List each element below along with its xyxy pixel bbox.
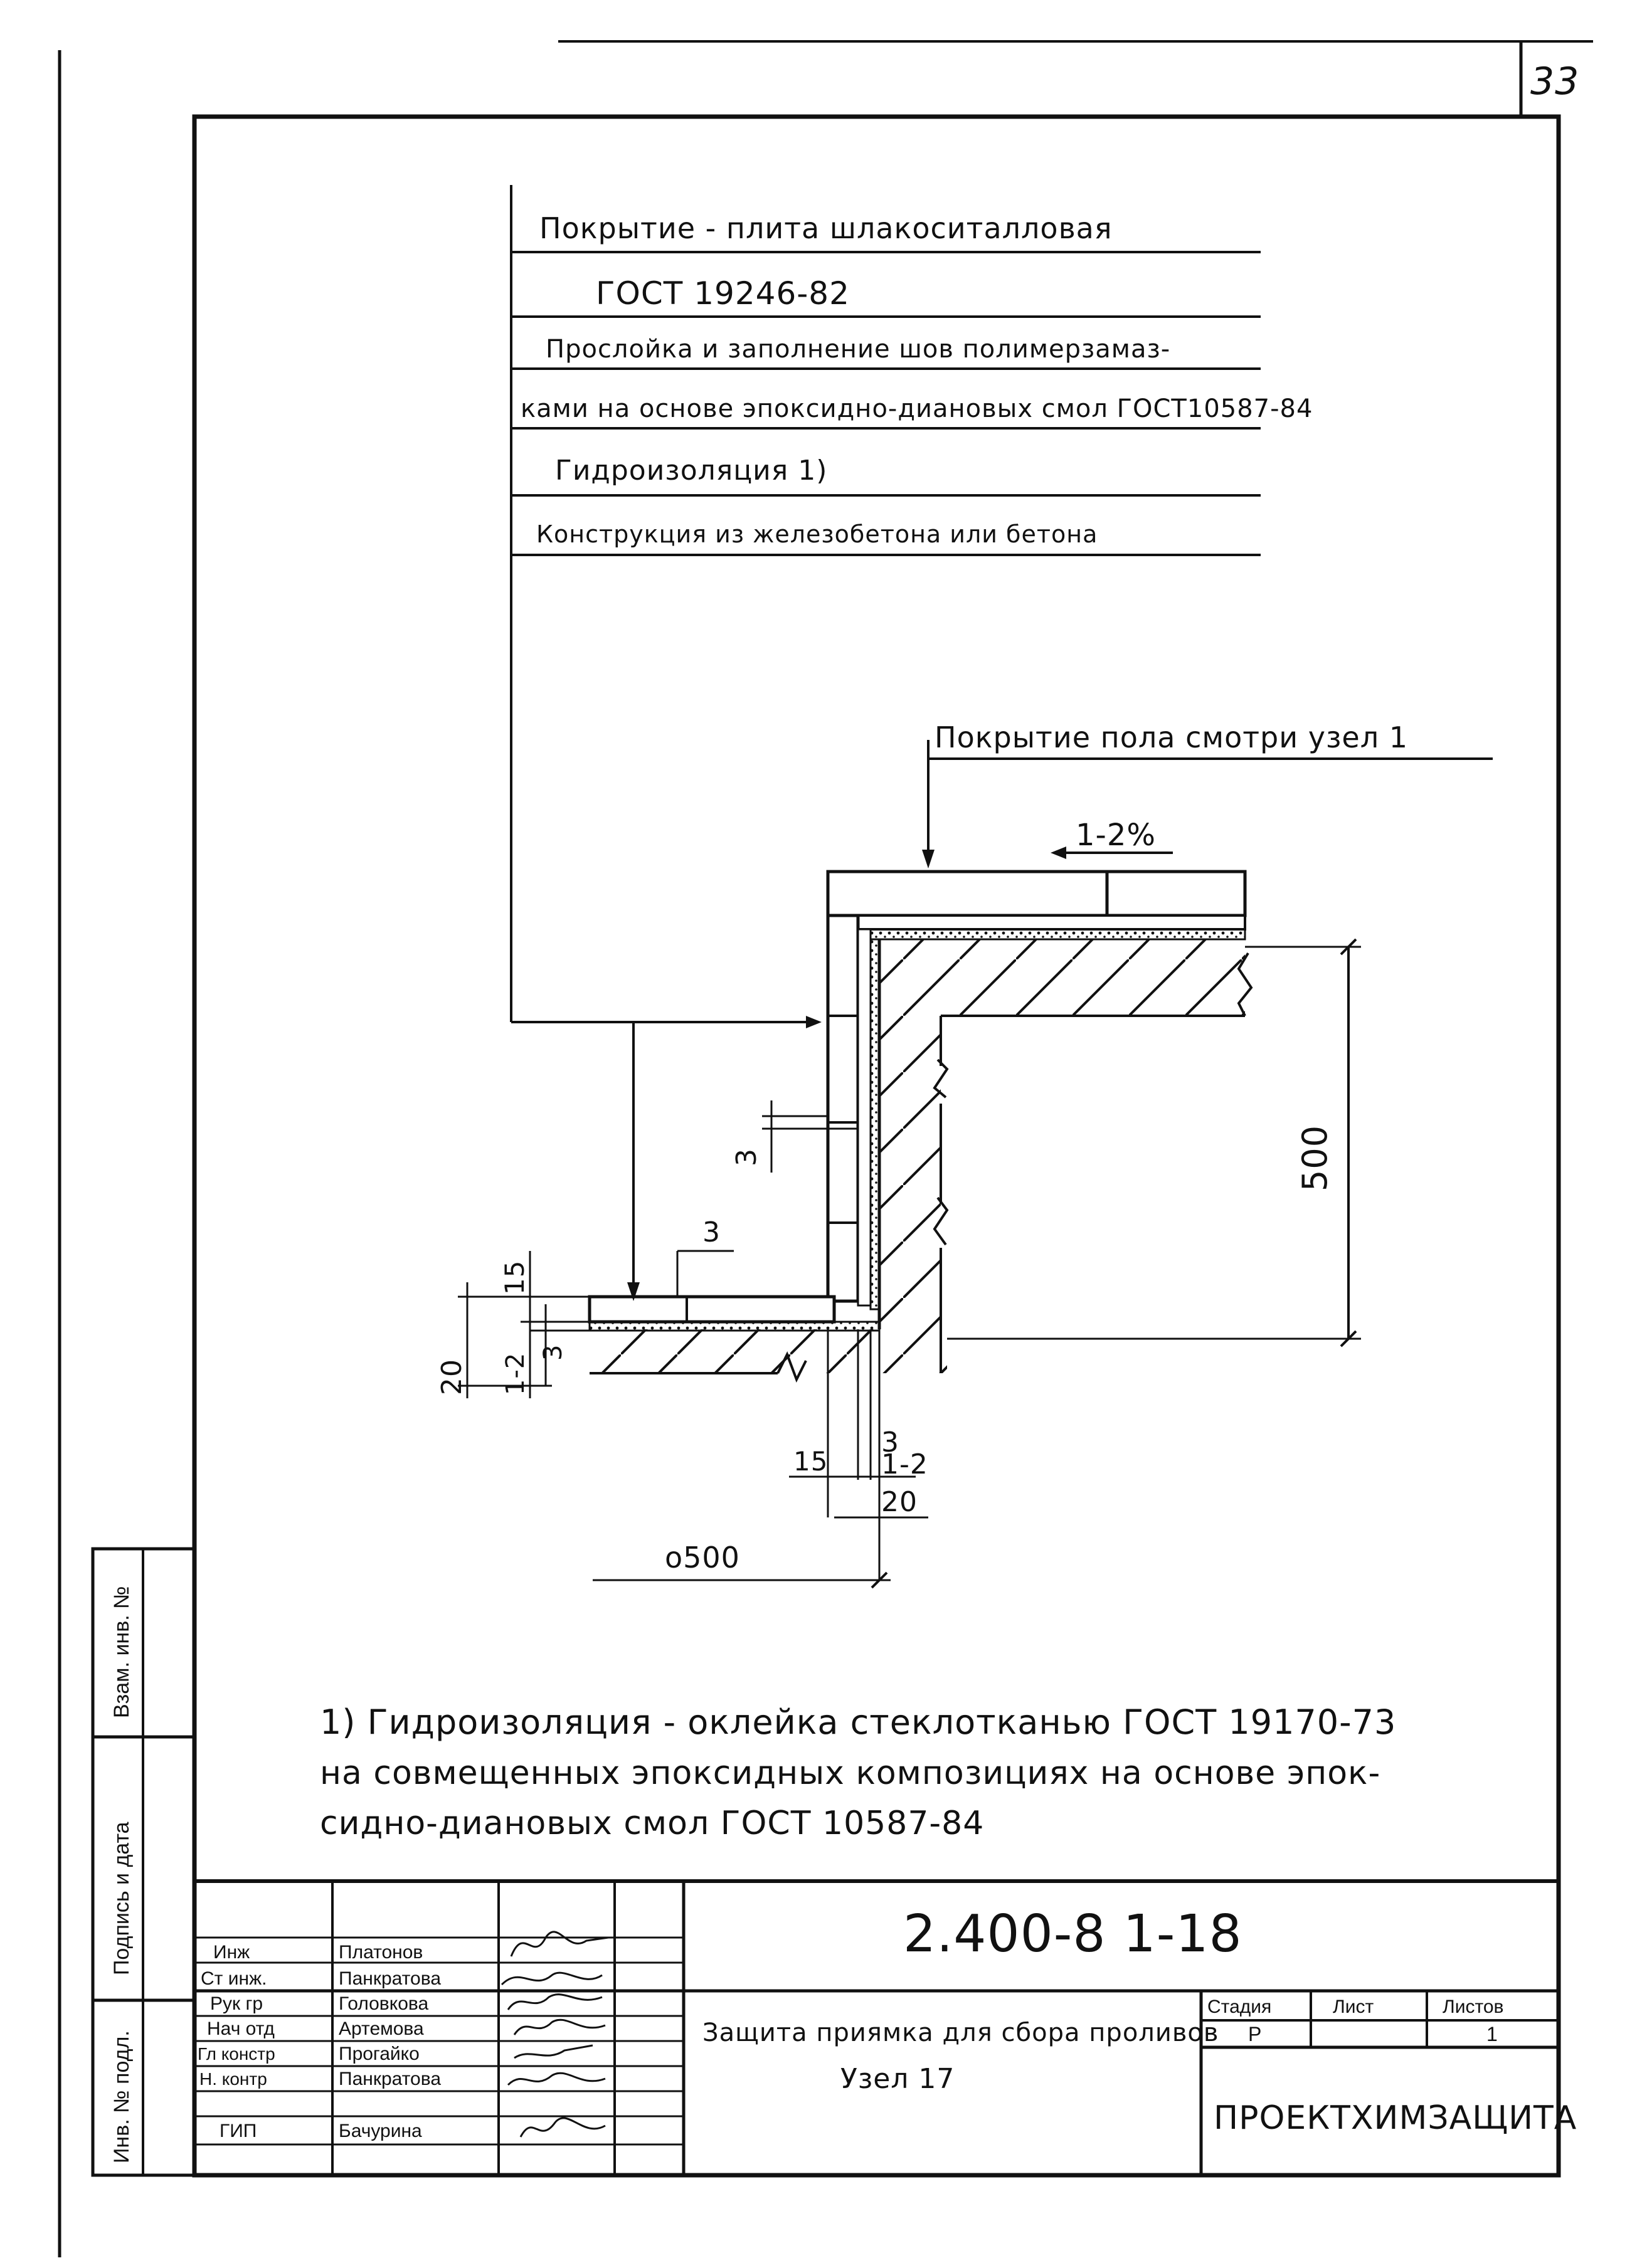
role-2: Рук гр xyxy=(210,1993,263,2014)
name-1: Панкратова xyxy=(339,1968,441,1989)
layer-callout xyxy=(510,185,1261,1028)
dim-500-bottom: o500 xyxy=(665,1541,740,1574)
floor-callout-text: Покрытие пола смотри узел 1 xyxy=(935,720,1408,754)
sheets-header: Листов xyxy=(1443,1996,1503,2017)
dim-500: 500 xyxy=(1295,1125,1335,1191)
doc-code: 2.400-8 1-18 xyxy=(903,1904,1242,1964)
page-number: 33 xyxy=(1530,60,1579,103)
name-5: Панкратова xyxy=(339,2069,441,2089)
layer-5: Гидроизоляция 1) xyxy=(555,455,827,487)
role-0: Инж xyxy=(213,1942,250,1963)
footnote-line-3: сидно-диановых смол ГОСТ 10587-84 xyxy=(320,1805,984,1842)
node-label: Узел 17 xyxy=(840,2063,955,2095)
stage-value: Р xyxy=(1248,2023,1261,2045)
name-3: Артемова xyxy=(339,2018,424,2039)
role-3: Нач отд xyxy=(207,2018,275,2039)
concrete-structure xyxy=(590,939,1245,1373)
layer-4: ками на основе эпоксидно-диановых смол Г… xyxy=(521,394,1313,423)
doc-title-line: Защита приямка для сбора проливов xyxy=(702,2018,1219,2047)
stamp-inv: Инв. № подл. xyxy=(110,2030,134,2163)
dim-15-bottom: 15 xyxy=(793,1446,828,1477)
stamp-vzam: Взам. инв. № xyxy=(110,1586,134,1718)
doc-title: Защита приямка для сбора проливов xyxy=(702,2018,1219,2047)
dim-20-left: 20 xyxy=(436,1359,468,1395)
side-stamp xyxy=(91,1547,196,2177)
layer-6: Конструкция из железобетона или бетона xyxy=(536,520,1098,548)
dim-20-bottom: 20 xyxy=(881,1486,918,1518)
layer-1: Покрытие - плита шлакоситалловая xyxy=(539,211,1113,245)
name-4: Прогайко xyxy=(339,2044,420,2064)
sheets-value: 1 xyxy=(1486,2023,1498,2045)
name-6: Бачурина xyxy=(339,2121,422,2141)
dim-1-2-bottom: 1-2 xyxy=(881,1448,928,1480)
organization: ПРОЕКТХИМЗАЩИТА xyxy=(1214,2099,1577,2137)
dim-15-left: 15 xyxy=(499,1260,530,1295)
role-5: Н. контр xyxy=(199,2069,267,2089)
dim-3-vertical: 3 xyxy=(731,1148,763,1166)
stage-header: Стадия xyxy=(1207,1996,1271,2017)
floor-tiles-top xyxy=(826,870,1247,917)
signatures xyxy=(501,1931,609,2138)
role-6: ГИП xyxy=(220,2121,257,2141)
dim-3-left: 3 xyxy=(539,1344,568,1361)
dim-1-2-left: 1-2 xyxy=(501,1353,530,1395)
footnote-line-1: 1) Гидроизоляция - оклейка стеклотканью … xyxy=(320,1702,1396,1742)
sheet-header: Лист xyxy=(1333,1996,1374,2017)
layer-3: Прослойка и заполнение шов полимерзамаз- xyxy=(546,335,1170,364)
role-1: Ст инж. xyxy=(201,1968,267,1989)
slope-label: 1-2% xyxy=(1076,818,1156,853)
name-2: Головкова xyxy=(339,1993,428,2014)
title-block-grid xyxy=(193,1879,1560,2177)
role-4: Гл констр xyxy=(198,2044,275,2064)
floor-tiles-bottom xyxy=(588,1295,836,1324)
dim-3-top: 3 xyxy=(702,1216,721,1248)
dim-3-bottom: 3 xyxy=(881,1427,899,1458)
name-0: Платонов xyxy=(339,1942,423,1963)
layer-2: ГОСТ 19246-82 xyxy=(596,275,850,312)
footnote-line-2: на совмещенных эпоксидных композициях на… xyxy=(320,1754,1380,1792)
stamp-podpis: Подпись и дата xyxy=(110,1822,134,1975)
wall-tiles xyxy=(826,914,860,1303)
